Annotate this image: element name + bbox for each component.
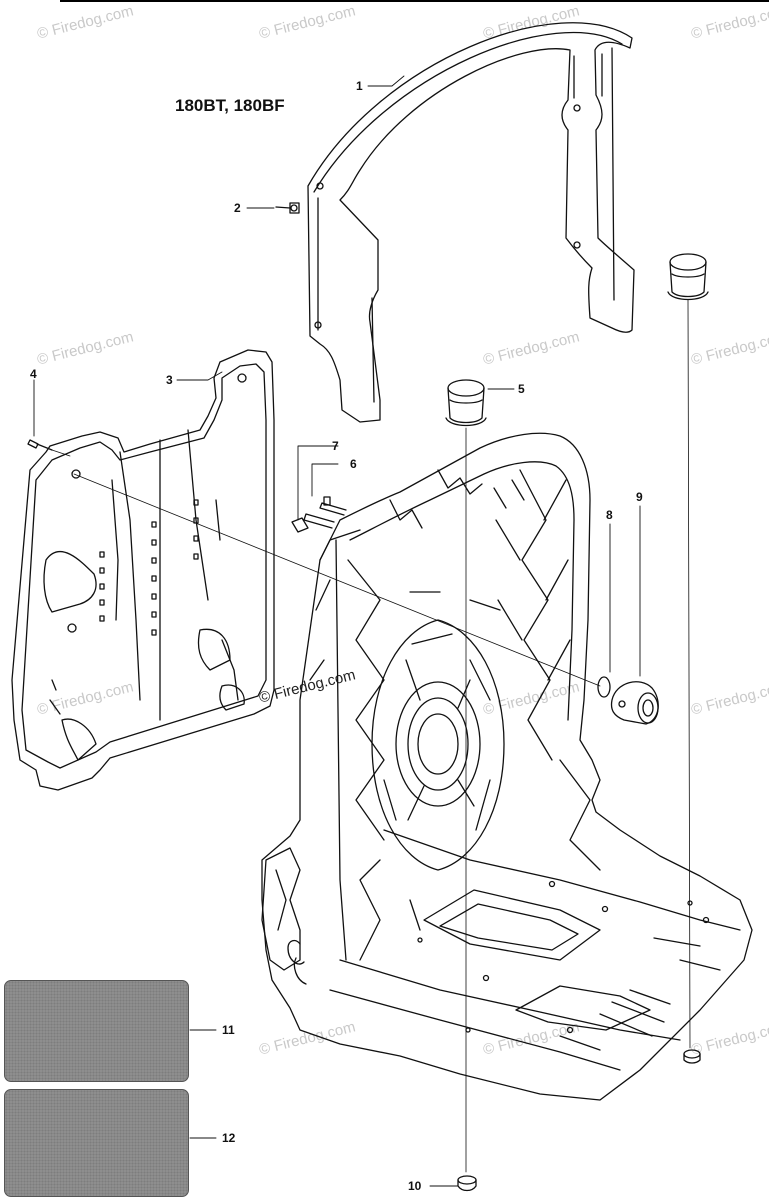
part-cushion-right — [667, 253, 709, 301]
callout-7: 7 — [332, 439, 339, 453]
top-border-line — [60, 0, 769, 2]
callout-1: 1 — [356, 79, 363, 93]
callout-5: 5 — [518, 382, 525, 396]
part-5-cushion — [445, 379, 487, 427]
part-10-foot — [457, 1175, 477, 1192]
part-6-7-bolts — [291, 496, 347, 533]
callout-10: 10 — [408, 1179, 422, 1193]
part-11-label-sheet — [4, 980, 189, 1082]
part-12-label-sheet — [4, 1089, 189, 1197]
part-3-back-pad — [11, 349, 275, 791]
callout-6: 6 — [350, 457, 357, 471]
callout-11: 11 — [222, 1023, 235, 1037]
part-4-screw — [27, 439, 53, 451]
main-frame — [261, 432, 753, 1101]
part-2-screw — [275, 202, 300, 214]
callout-2: 2 — [234, 201, 241, 215]
callout-3: 3 — [166, 373, 173, 387]
callout-4: 4 — [30, 367, 37, 381]
part-9-grommet — [610, 681, 659, 725]
callout-12: 12 — [222, 1131, 236, 1145]
callout-leaders — [33, 75, 641, 1187]
part-8-washer — [597, 676, 611, 698]
assembly-lines — [51, 299, 691, 1173]
callout-9: 9 — [636, 490, 643, 504]
part-foot-right — [683, 1049, 701, 1064]
part-1-cover — [307, 22, 635, 423]
callout-8: 8 — [606, 508, 613, 522]
diagram-title: 180BT, 180BF — [175, 96, 285, 115]
part-3-slots — [99, 499, 199, 636]
